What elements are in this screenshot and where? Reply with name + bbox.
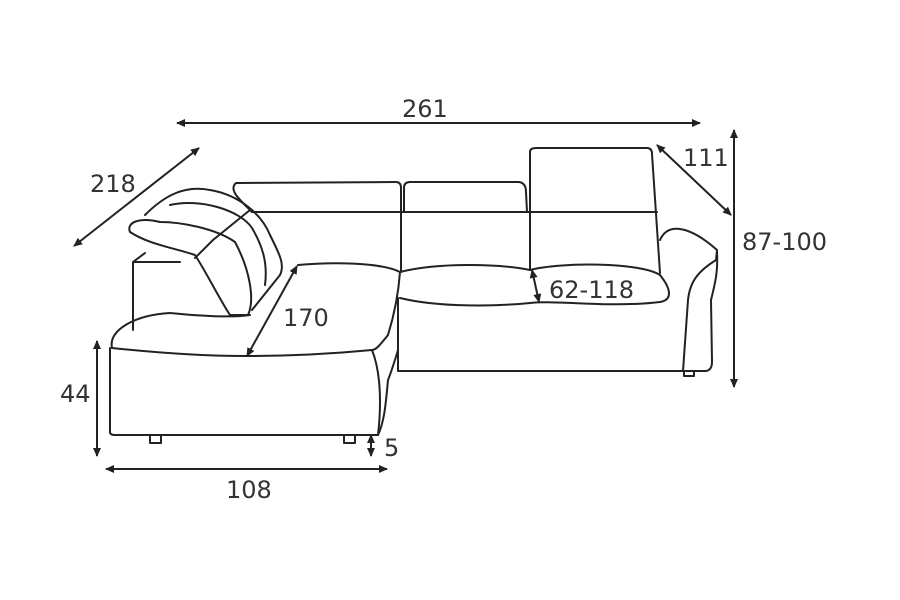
dimension-lines [73,119,738,473]
corner-back-box [132,252,181,331]
dim-headrest-depth [656,144,732,216]
label-headrest-adjust: 62-118 [549,276,634,304]
back-cushion-middle [403,181,528,213]
label-total-width: 261 [402,95,448,123]
corner-headrest [128,219,253,316]
chaise-base [109,347,399,436]
label-depth-left: 218 [90,170,136,198]
corner-back-cushion [144,187,283,311]
label-seat-height: 44 [60,380,91,408]
leg [343,434,356,444]
leg [149,434,162,444]
arm-right [659,227,719,372]
dim-headrest-adjust [529,269,542,303]
back-cushion-left [232,181,402,213]
chaise-seat [110,262,401,357]
label-chaise-width: 108 [226,476,272,504]
headrest-right [529,147,661,274]
base-right [397,297,684,372]
divider-line [400,211,531,273]
dim-depth-left [73,147,200,247]
label-chaise-length: 170 [283,304,329,332]
seat-right [399,263,670,307]
label-leg-height: 5 [384,434,399,462]
chaise-side [371,349,381,436]
label-height: 87-100 [742,228,827,256]
dim-chaise-length [246,265,298,357]
dimension-labels: 261 218 111 87-100 62-118 170 44 5 108 [60,95,827,504]
leg [683,370,695,377]
label-headrest-depth: 111 [683,144,729,172]
